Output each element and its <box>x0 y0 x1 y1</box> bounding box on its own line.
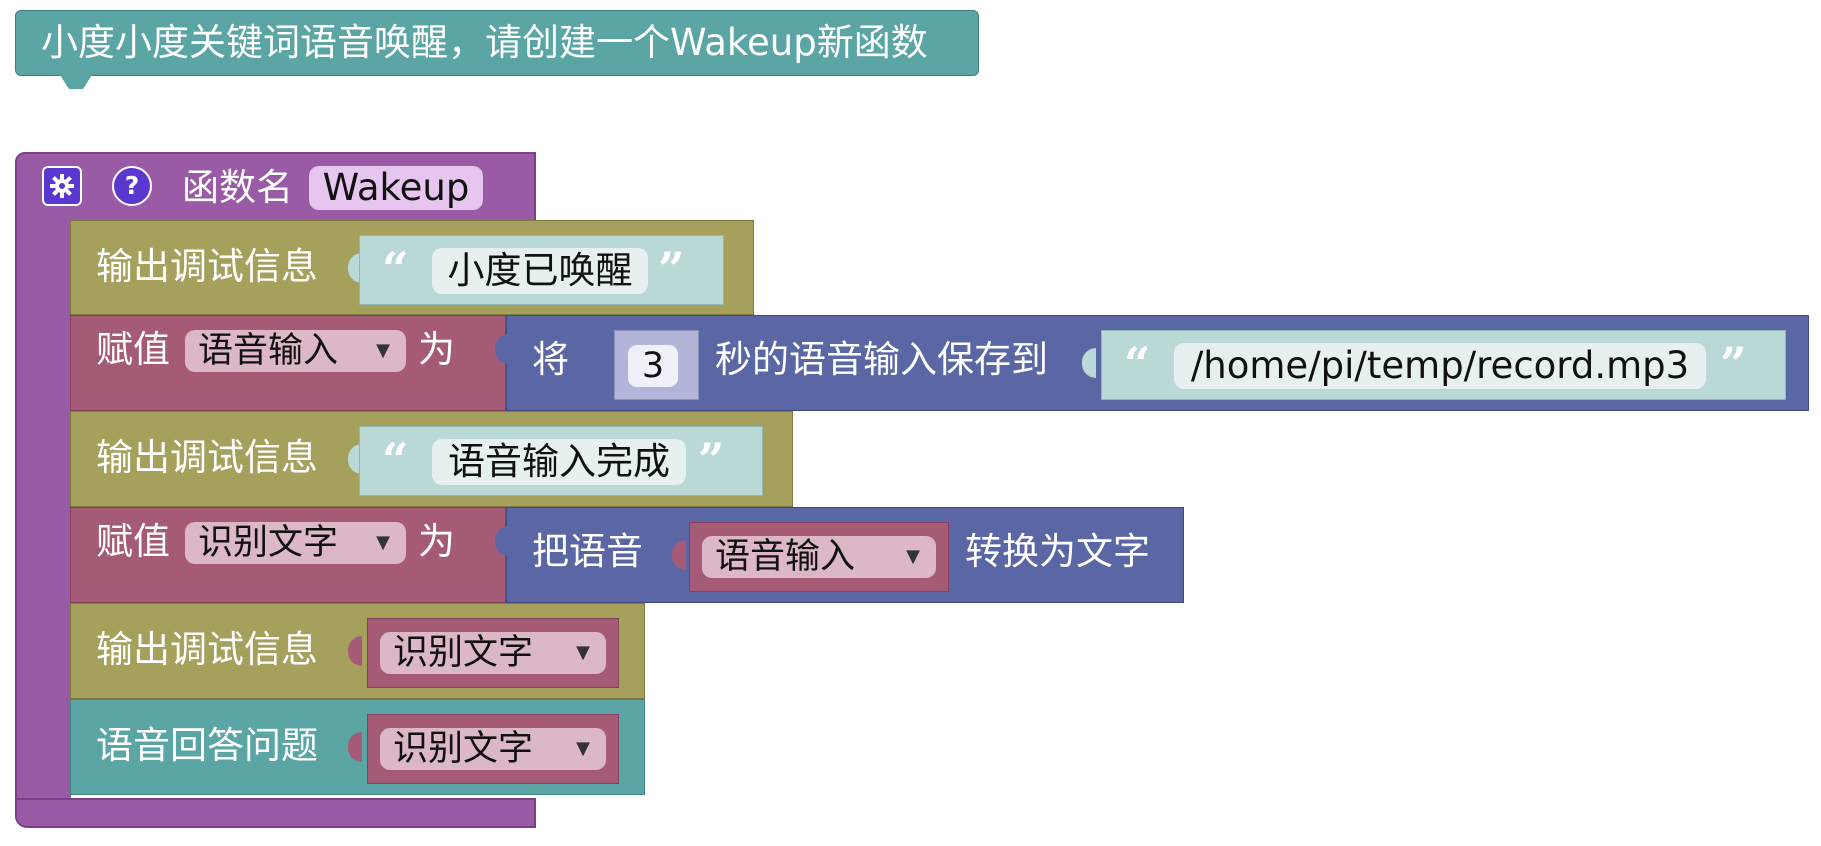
variable-dropdown[interactable]: 识别文字 ▼ <box>185 522 406 564</box>
function-name-label: 函数名 <box>182 166 293 209</box>
close-quote-icon: ” <box>698 433 725 487</box>
open-quote-icon: “ <box>1124 337 1151 391</box>
close-quote-icon: ” <box>658 242 685 296</box>
variable-block[interactable]: 语音输入 ▼ <box>689 522 949 592</box>
debug-output-label: 输出调试信息 <box>96 436 318 479</box>
variable-block[interactable]: 识别文字 ▼ <box>367 618 619 688</box>
variable-dropdown[interactable]: 识别文字 ▼ <box>380 632 606 674</box>
assign-as-label: 为 <box>418 520 455 563</box>
variable-dropdown[interactable]: 语音输入 ▼ <box>185 330 406 372</box>
function-name-field[interactable]: Wakeup <box>309 166 483 210</box>
voice-answer-block[interactable]: 语音回答问题 识别文字 ▼ <box>70 699 645 795</box>
comment-nub <box>60 75 92 89</box>
dropdown-arrow-icon: ▼ <box>906 546 920 567</box>
debug-output-label: 输出调试信息 <box>96 245 318 288</box>
save-voice-label: 将 <box>532 338 569 381</box>
variable-name: 识别文字 <box>393 633 534 673</box>
input-notch <box>1082 348 1096 378</box>
variable-name: 识别文字 <box>198 523 339 563</box>
function-header-block[interactable]: ? 函数名 Wakeup <box>15 152 536 222</box>
variable-name: 语音输入 <box>715 537 856 577</box>
input-notch <box>348 636 362 666</box>
voice-answer-label: 语音回答问题 <box>96 724 318 767</box>
input-notch <box>348 444 362 474</box>
comment-text: 小度小度关键词语音唤醒，请创建一个Wakeup新函数 <box>41 21 928 64</box>
variable-name: 语音输入 <box>198 331 339 371</box>
function-footer-block <box>15 798 536 828</box>
speech-to-text-label: 把语音 <box>532 530 643 573</box>
speech-to-text-block[interactable]: 把语音 语音输入 ▼ 转换为文字 <box>495 507 1184 603</box>
dropdown-arrow-icon: ▼ <box>376 340 390 361</box>
string-literal[interactable]: “ 语音输入完成 ” <box>359 426 763 496</box>
variable-dropdown[interactable]: 识别文字 ▼ <box>380 728 606 770</box>
input-notch <box>672 540 686 570</box>
comment-block[interactable]: 小度小度关键词语音唤醒，请创建一个Wakeup新函数 <box>15 10 979 89</box>
open-quote-icon: “ <box>382 433 409 487</box>
help-icon[interactable]: ? <box>112 166 152 206</box>
debug-output-block[interactable]: 输出调试信息 “ 小度已唤醒 ” <box>70 220 754 315</box>
debug-output-label: 输出调试信息 <box>96 628 318 671</box>
path-string-field[interactable]: /home/pi/temp/record.mp3 <box>1174 343 1706 389</box>
seconds-field[interactable]: 3 <box>628 345 678 387</box>
assign-as-label: 为 <box>418 328 455 371</box>
dropdown-arrow-icon: ▼ <box>576 738 590 759</box>
assign-block[interactable]: 赋值 语音输入 ▼ 为 <box>70 315 506 411</box>
assign-label: 赋值 <box>96 328 170 371</box>
debug-output-block[interactable]: 输出调试信息 “ 语音输入完成 ” <box>70 411 793 507</box>
dropdown-arrow-icon: ▼ <box>576 642 590 663</box>
close-quote-icon: ” <box>1720 337 1747 391</box>
save-voice-block[interactable]: 将 3 秒的语音输入保存到 “ /home/pi/temp/record.mp3… <box>495 315 1809 411</box>
gear-icon[interactable] <box>42 166 82 206</box>
speech-to-text-suffix: 转换为文字 <box>965 530 1150 573</box>
debug-output-block[interactable]: 输出调试信息 识别文字 ▼ <box>70 603 645 699</box>
path-string-literal[interactable]: “ /home/pi/temp/record.mp3 ” <box>1101 330 1786 400</box>
variable-block[interactable]: 识别文字 ▼ <box>367 714 619 784</box>
function-body-rail <box>15 220 71 800</box>
string-field[interactable]: 小度已唤醒 <box>432 248 648 294</box>
string-literal[interactable]: “ 小度已唤醒 ” <box>359 235 724 305</box>
assign-label: 赋值 <box>96 520 170 563</box>
output-notch <box>495 526 509 556</box>
input-notch <box>348 732 362 762</box>
number-block[interactable]: 3 <box>614 330 699 400</box>
string-field[interactable]: 语音输入完成 <box>432 439 686 485</box>
variable-name: 识别文字 <box>393 729 534 769</box>
save-voice-mid-label: 秒的语音输入保存到 <box>715 338 1048 381</box>
open-quote-icon: “ <box>382 242 409 296</box>
input-notch <box>348 253 362 283</box>
assign-block[interactable]: 赋值 识别文字 ▼ 为 <box>70 507 506 603</box>
output-notch <box>495 334 509 364</box>
variable-dropdown[interactable]: 语音输入 ▼ <box>702 536 936 578</box>
dropdown-arrow-icon: ▼ <box>376 532 390 553</box>
